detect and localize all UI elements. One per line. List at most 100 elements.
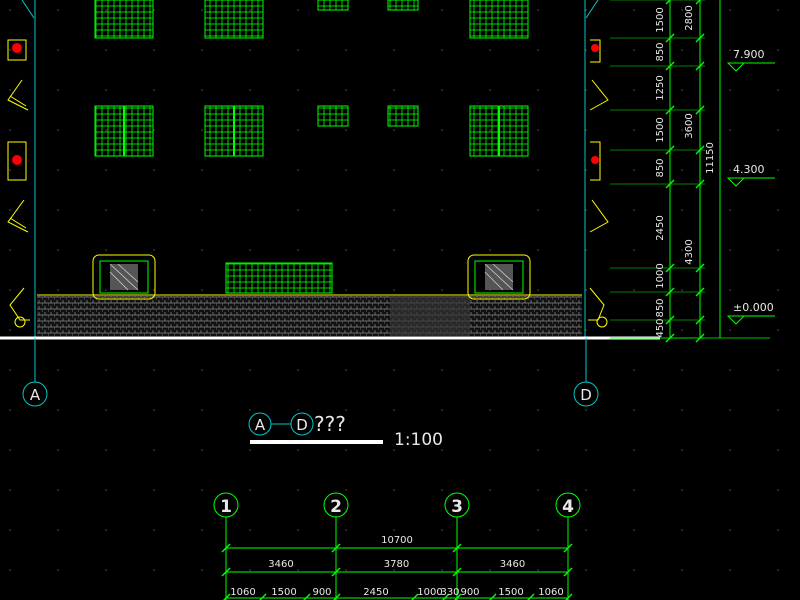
ornate-window-left [92,254,156,300]
window-small [387,105,419,127]
grid-dot [537,9,539,11]
grid-dot [585,49,587,51]
grid-dot [249,409,251,411]
grid-dot [57,409,59,411]
grid-dot [441,369,443,371]
grid-dot [441,249,443,251]
grid-dot [105,209,107,211]
ornate-window-right [467,254,531,300]
axis-bubble-1[interactable]: 1 [213,492,239,518]
eave-ornament-upper-right [589,39,609,111]
vertical-dimensions: 1500850125015008502450100085045028003600… [610,0,770,343]
grid-dot [345,169,347,171]
grid-dot [105,449,107,451]
grid-dot [537,129,539,131]
grid-dot [633,369,635,371]
axis-bubble-a[interactable]: A [22,381,48,407]
windows-upper-row [94,0,529,39]
grid-dot [585,129,587,131]
grid-dot [57,569,59,571]
grid-dot [393,129,395,131]
grid-dot [297,9,299,11]
grid-dot [9,209,11,211]
grid-dot [585,169,587,171]
grid-dot [441,409,443,411]
grid-dot [9,89,11,91]
axis-bubble-d[interactable]: D [573,381,599,407]
grid-dot [201,129,203,131]
grid-dot [777,209,779,211]
ornament-rose-icon [12,43,22,53]
grid-dot [633,249,635,251]
grid-dot [345,569,347,571]
grid-dot [585,529,587,531]
grid-dot [777,249,779,251]
eave-ornament-lower-right [589,141,609,233]
grid-dot [249,529,251,531]
grid-dot [729,49,731,51]
grid-dot [297,89,299,91]
grid-dot [153,249,155,251]
dim-text-segment: 1500 [655,117,666,142]
grid-dot [489,209,491,211]
grid-dot [729,129,731,131]
dim-tick [489,593,497,600]
grid-dot [297,169,299,171]
grid-dot [537,489,539,491]
window-small [317,105,349,127]
drawing-title: A D ??? 1:100 [248,412,443,450]
axis-bubble-2[interactable]: 2 [323,492,349,518]
grid-dot [777,409,779,411]
grid-dot [9,489,11,491]
grid-dot [489,369,491,371]
grid-dot [777,9,779,11]
dim-text-total: 11150 [705,142,716,174]
grid-dot [249,449,251,451]
dim-text-segment: 1250 [655,75,666,100]
dim-text-total: 10700 [381,535,413,546]
grid-dot [777,169,779,171]
grid-dot [585,449,587,451]
grid-dot [9,529,11,531]
dim-text-bay: 3460 [268,559,293,570]
grid-dot [441,289,443,291]
axis-bubble-4[interactable]: 4 [555,492,581,518]
grid-dot [249,369,251,371]
grid-dot [393,449,395,451]
dim-text-segment: 330 [440,587,459,598]
scale-label: 1:100 [394,430,443,450]
grid-dot [681,209,683,211]
grid-dot [297,129,299,131]
grid-dot [249,89,251,91]
grid-dot [681,169,683,171]
dim-tick [442,593,450,600]
grid-dot [633,49,635,51]
ornament-rose-icon [591,44,599,52]
grid-dot [345,249,347,251]
grid-dot [441,169,443,171]
grid-dot [9,129,11,131]
grid-dot [57,529,59,531]
grid-dot [633,129,635,131]
grid-dot [489,449,491,451]
grid-dot [201,449,203,451]
eave-ornament-lower-left [7,141,29,233]
grid-dot [633,289,635,291]
grid-dot [57,89,59,91]
grid-dot [345,409,347,411]
dim-tick [303,593,311,600]
grid-dot [345,89,347,91]
grid-dot [57,49,59,51]
grid-dot [201,249,203,251]
title-axis-a: A [255,416,266,434]
grid-dot [633,529,635,531]
axis-bubble-3[interactable]: 3 [444,492,470,518]
level-value: 4.300 [733,163,765,176]
window [387,0,419,11]
grid-dot [105,169,107,171]
grid-dot [393,569,395,571]
dim-tick [665,0,671,5]
dim-text-segment: 1060 [230,587,255,598]
